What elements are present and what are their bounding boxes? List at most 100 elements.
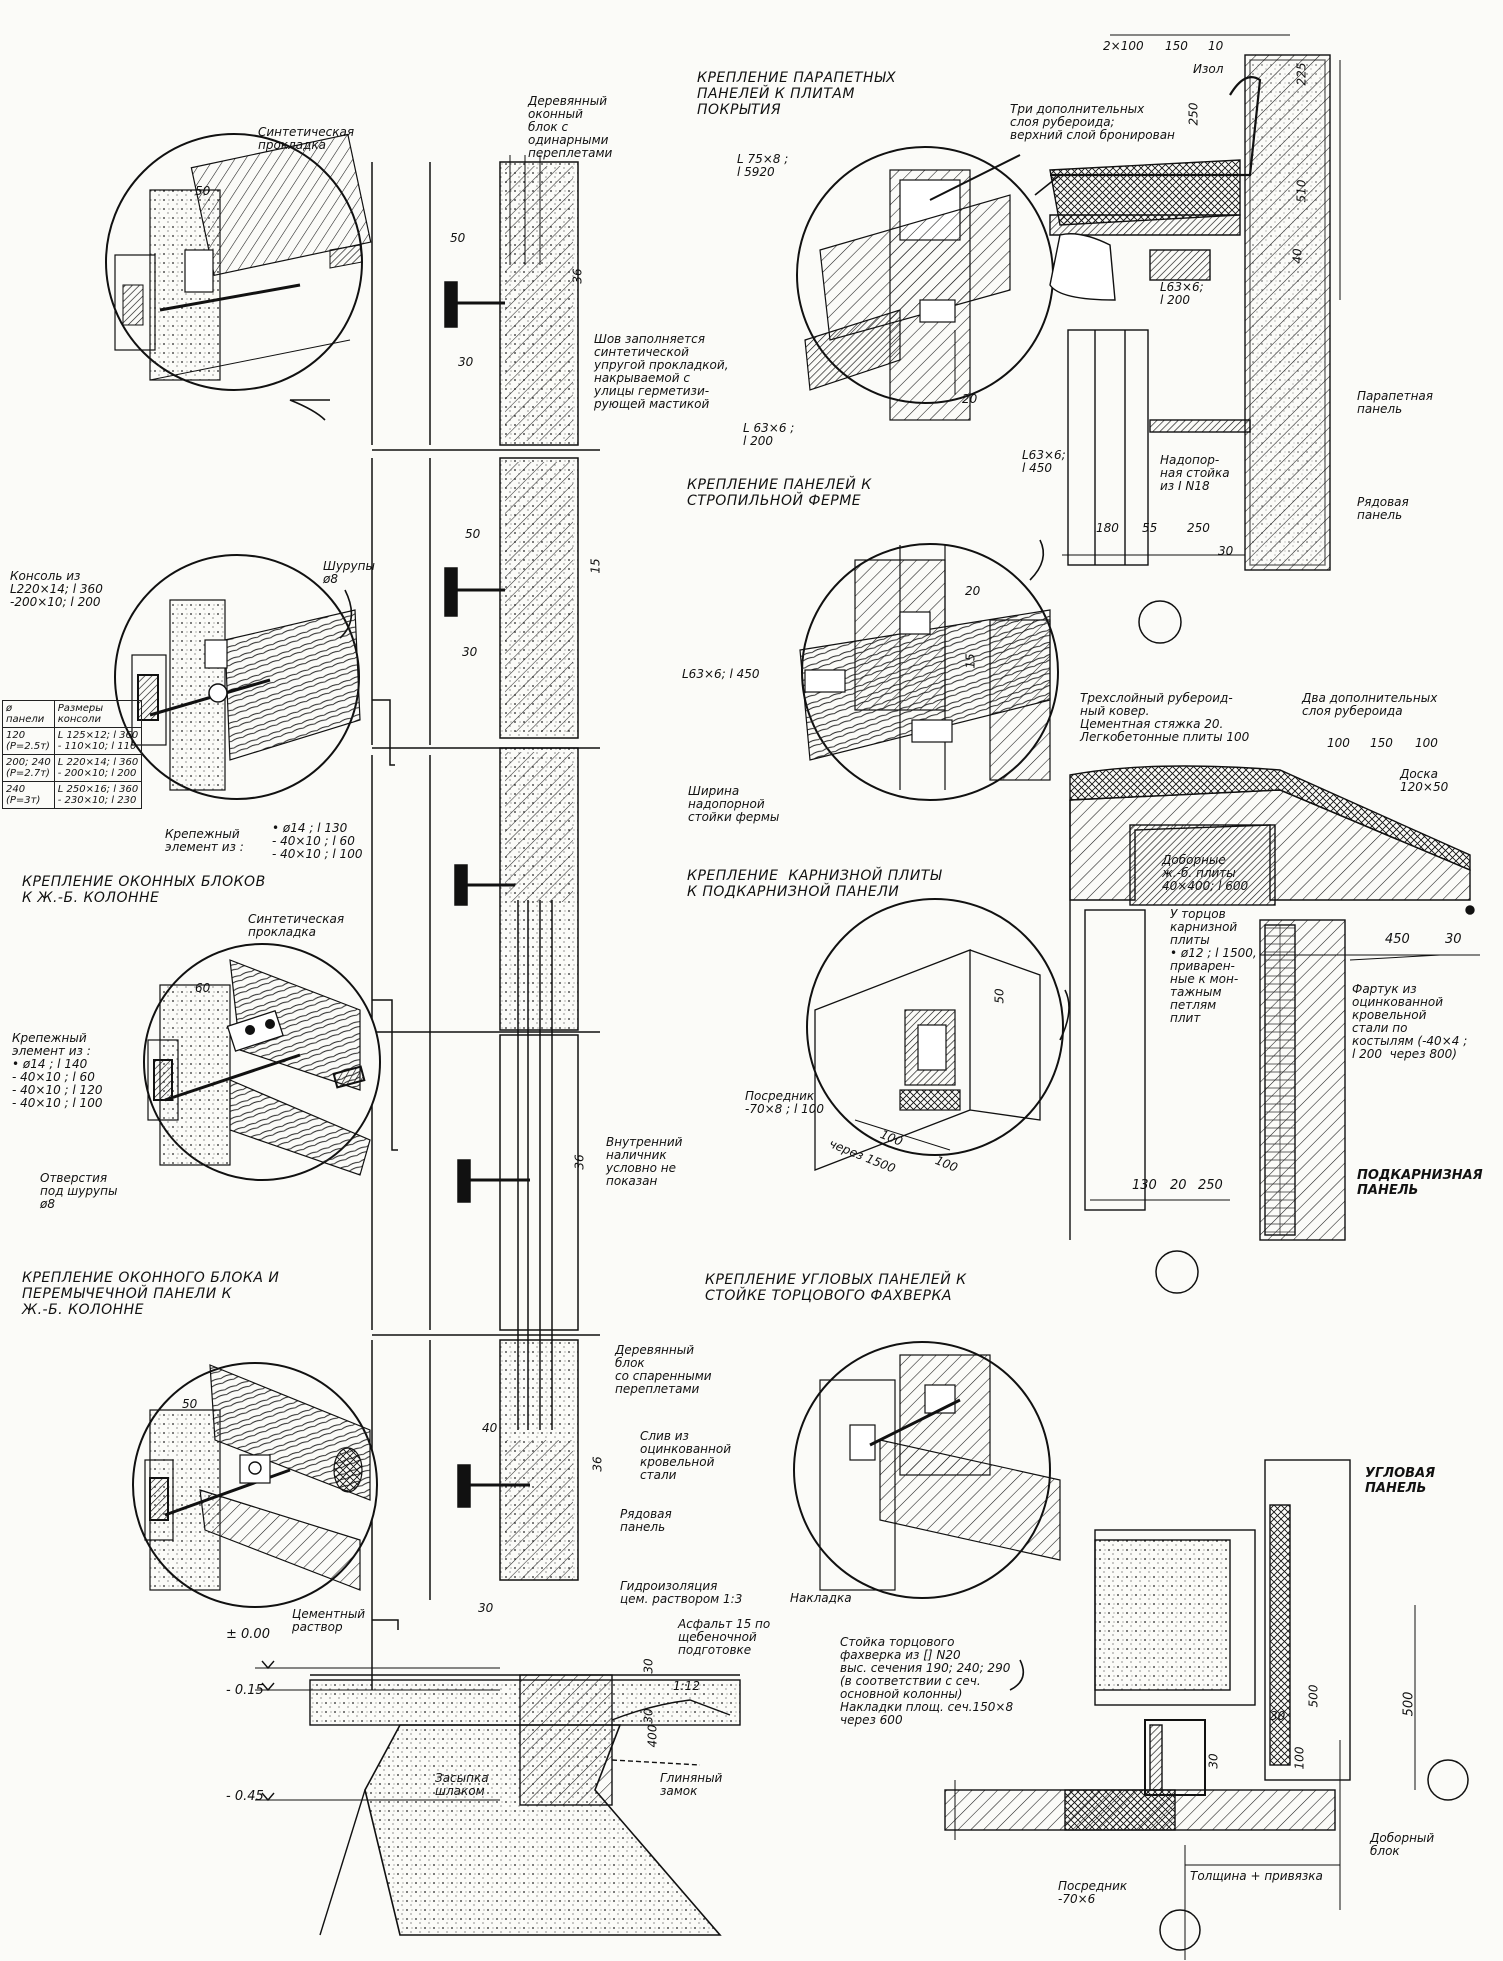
dim-100-a: 100 [1327,736,1350,750]
detail-circle-5 [796,146,1054,421]
dim-30-a: 30 [458,355,474,369]
heading-corner: КРЕПЛЕНИЕ УГЛОВЫХ ПАНЕЛЕЙ К СТОЙКЕ ТОРЦО… [705,1272,967,1304]
dim-50-b: 50 [465,527,481,541]
detail-circle-3 [143,943,381,1181]
label-screw-holes: Отверстия под шурупы ø8 [40,1171,118,1211]
dim-180: 180 [1096,521,1119,535]
label-seam-note: Шов заполняется синтетической упругой пр… [594,332,729,411]
label-board: Доска 120×50 [1400,767,1449,794]
dim-250-a: 250 [1186,102,1201,126]
label-slag-fill: Засыпка шлаком [435,1771,489,1798]
anchor-3 [454,864,515,906]
label-slope: 1:12 [673,1679,700,1693]
dim-50-e: 50 [182,1397,198,1411]
detail-circle-6 [799,543,1059,801]
dim-15-b: 15 [963,653,978,669]
label-sub-cornice: ПОДКАРНИЗНАЯ ПАНЕЛЬ [1357,1168,1483,1198]
table-cell: 240 (P=3т) [2,781,55,809]
anchor-2 [444,567,505,617]
dim-500-a: 500 [1306,1684,1321,1708]
dim-40-b: 40 [482,1421,498,1435]
label-apron: Фартук из оцинкованной кровельной стали … [1352,982,1468,1061]
dim-450: 450 [1385,932,1410,947]
dim-500-b: 500 [1401,1691,1417,1717]
dim-510: 510 [1294,179,1309,203]
table-cell: L 125×12; l 360 - 110×10; l 110 [53,727,143,755]
table-header-row: ø панели Размеры консоли [2,700,143,728]
dim-30-e: 30 [478,1601,494,1615]
level-m015: - 0.15 [226,1683,264,1698]
dim-60: 60 [195,981,211,995]
label-angle-63-200: L 63×6 ; l 200 [743,421,795,448]
dim-50-a: 50 [450,231,466,245]
heading-truss: КРЕПЛЕНИЕ ПАНЕЛЕЙ К СТРОПИЛЬНОЙ ФЕРМЕ [687,477,872,509]
table-row: 200; 240 (P=2.7т) L 220×14; l 360 - 200×… [2,754,143,782]
label-extra-block: Доборный блок [1370,1831,1435,1858]
level-zero: ± 0.00 [226,1627,270,1642]
label-cement-mortar: Цементный раствор [292,1607,366,1634]
label-screws: Шурупы ø8 [323,559,375,586]
dim-30-f: 30 [641,1658,656,1674]
label-angle-63-200-b: L63×6; l 200 [1160,280,1204,307]
detail-circle-1 [105,133,372,391]
dim-30-g: 30 [641,1708,656,1724]
label-fastener-1: Крепежный элемент из : [165,827,244,854]
dim-400: 400 [645,1724,660,1748]
label-angle-63-450-b: L63×6; l 450 [682,667,760,681]
dim-150-a: 150 [1165,39,1188,53]
dim-100-e: 100 [1292,1746,1307,1770]
label-wooden-window-2: Деревянный блок со спаренными переплетам… [615,1343,712,1396]
label-ordinary-panel-2: Рядовая панель [620,1507,672,1534]
label-two-layers: Два дополнительных слоя рубероида [1302,691,1438,718]
label-cornice-ends: У торцов карнизной плиты • ø12 ; l 1500,… [1170,907,1257,1025]
detail-circle-7 [806,898,1064,1171]
label-spacer-2: Посредник -70×6 [1058,1879,1128,1906]
dim-30-c: 30 [462,645,478,659]
anchor-1 [444,281,505,328]
dim-36-a: 36 [570,268,585,284]
dim-10: 10 [1208,39,1224,53]
heading-cornice: КРЕПЛЕНИЕ КАРНИЗНОЙ ПЛИТЫ К ПОДКАРНИЗНОЙ… [687,868,942,900]
label-overlay: Накладка [790,1591,852,1605]
heading-parapet: КРЕПЛЕНИЕ ПАРАПЕТНЫХ ПАНЕЛЕЙ К ПЛИТАМ ПО… [697,70,897,118]
dim-250-c: 250 [1198,1178,1223,1193]
corner-plan [944,1459,1469,1960]
label-thickness: Толщина + привязка [1190,1869,1323,1883]
label-fastener-2: Крепежный элемент из : • ø14 ; l 140 - 4… [12,1031,103,1110]
table-cell: L 220×14; l 360 - 200×10; l 200 [53,754,143,782]
label-parapet-panel: Парапетная панель [1357,389,1433,416]
label-izol: Изол [1193,62,1224,76]
dim-36-b: 36 [572,1154,587,1170]
detail-circle-4 [132,1362,378,1608]
dim-40: 40 [1290,248,1305,264]
label-wooden-window-1: Деревянный оконный блок с одинарными пер… [528,94,613,160]
table-cell: 120 (P=2.5т) [2,727,55,755]
central-elevation [371,155,600,1690]
label-clay-lock: Глиняный замок [660,1771,723,1798]
dim-30-h: 30 [1270,1709,1286,1723]
cornice-section [1069,765,1480,1294]
dim-20-c: 20 [1170,1178,1187,1193]
label-asphalt: Асфальт 15 по щебеночной подготовке [678,1617,771,1657]
dim-130: 130 [1132,1178,1157,1193]
label-support-post: Надопор- ная стойка из I N18 [1160,453,1230,493]
label-fastener-1-spec: • ø14 ; l 130 - 40×10 ; l 60 - 40×10 ; l… [272,821,363,861]
dim-55: 55 [1142,521,1158,535]
detail-circle-2 [114,554,361,800]
label-console: Консоль из L220×14; l 360 -200×10; l 200 [10,569,103,609]
label-spacer-1: Посредник -70×8 ; l 100 [745,1089,825,1116]
anchor-4 [457,1159,530,1203]
dim-150-b: 150 [1370,736,1393,750]
table-cell: 200; 240 (P=2.7т) [2,754,55,782]
heading-window-blocks: КРЕПЛЕНИЕ ОКОННЫХ БЛОКОВ К Ж.-Б. КОЛОННЕ [22,874,266,906]
dim-30-d: 30 [1445,932,1462,947]
dim-50-d: 50 [195,184,211,198]
detail-circle-8 [793,1341,1061,1599]
label-inner-casing: Внутренний наличник условно не показан [606,1135,683,1188]
label-synthetic-gasket-1: Синтетическая прокладка [258,125,355,152]
dim-30-b: 30 [1218,544,1234,558]
dim-2x100: 2×100 [1103,39,1144,53]
anchor-5 [457,1464,530,1508]
table-header-cell: ø панели [2,700,55,728]
